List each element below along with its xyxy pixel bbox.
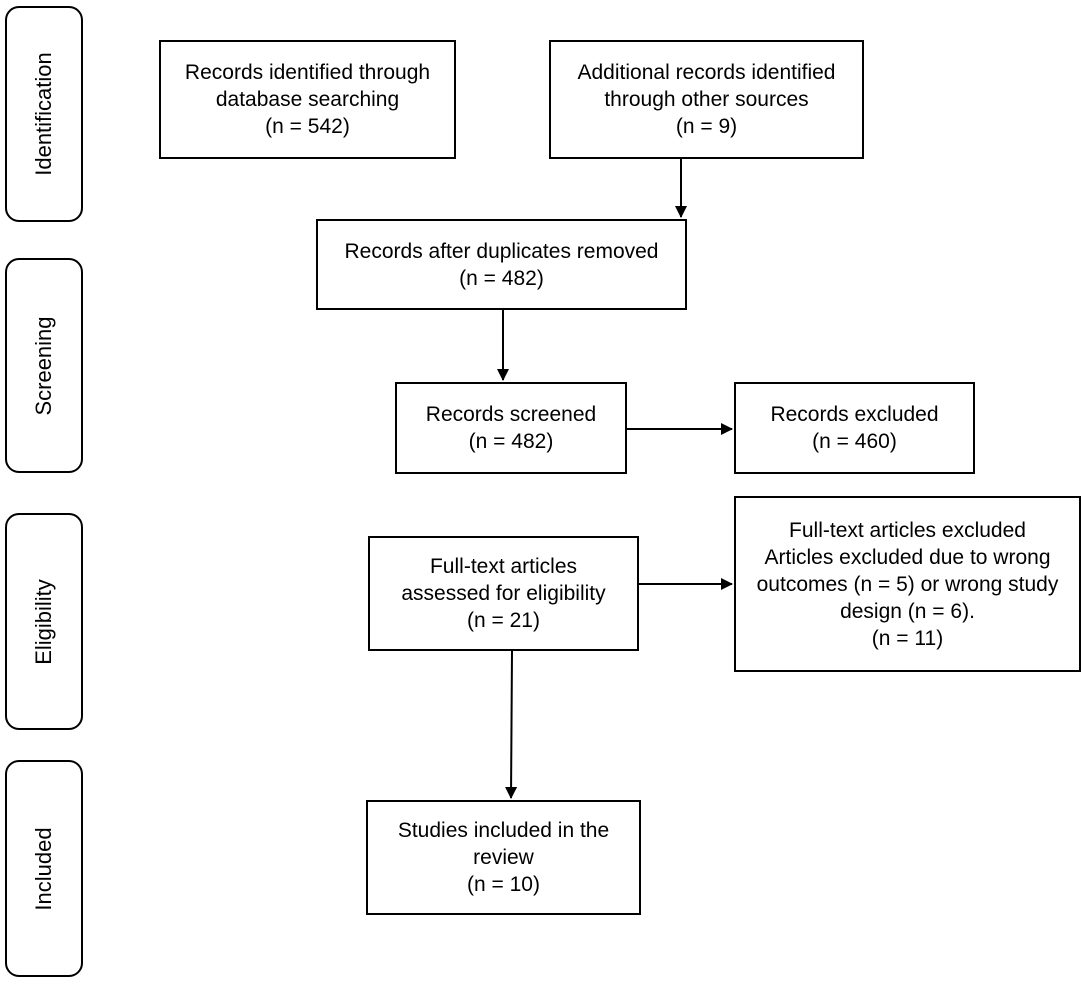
box-line: (n = 542) [265, 115, 350, 138]
box-line: (n = 11) [871, 626, 944, 650]
phase-identification: Identification [5, 6, 83, 222]
box-line: Records excluded [770, 403, 939, 426]
box-line: Studies included in the [397, 819, 610, 842]
box-records-excluded: Records excluded (n = 460) [734, 382, 975, 474]
box-line: Records after duplicates removed [344, 239, 659, 263]
box-line: (n = 482) [468, 430, 554, 453]
box-line: Additional records identified [577, 61, 836, 84]
box-fulltext-assessed: Full-text articles assessed for eligibil… [368, 536, 639, 651]
box-line: Full-text articles [429, 555, 578, 578]
box-line: assessed for eligibility [401, 582, 606, 605]
box-line: database searching [215, 88, 400, 111]
box-line: through other sources [604, 88, 809, 111]
box-line: (n = 10) [467, 873, 540, 896]
box-line: Records screened [425, 403, 597, 426]
box-line: (n = 9) [675, 115, 738, 138]
box-line: Articles excluded due to wrong [764, 545, 1051, 569]
box-studies-included: Studies included in the review (n = 10) [366, 800, 641, 915]
box-line: review [473, 846, 534, 869]
phase-eligibility: Eligibility [5, 513, 83, 730]
box-records-screened: Records screened (n = 482) [395, 382, 627, 474]
box-line: (n = 460) [812, 430, 897, 453]
box-fulltext-excluded: Full-text articles excluded Articles exc… [734, 496, 1081, 672]
box-duplicates-removed: Records after duplicates removed (n = 48… [316, 219, 687, 310]
box-line: (n = 21) [467, 609, 540, 632]
phase-screening: Screening [5, 258, 83, 473]
box-other-sources: Additional records identified through ot… [549, 40, 864, 159]
box-database-records: Records identified through database sear… [159, 40, 456, 159]
phase-included: Included [5, 760, 83, 977]
box-line: Full-text articles excluded [789, 518, 1026, 542]
box-line: (n = 482) [459, 266, 544, 290]
arrow-fulltext-to-included [505, 650, 518, 799]
box-line: Records identified through [184, 61, 431, 84]
box-line: outcomes (n = 5) or wrong study [756, 572, 1059, 596]
box-line: design (n = 6). [840, 599, 975, 623]
